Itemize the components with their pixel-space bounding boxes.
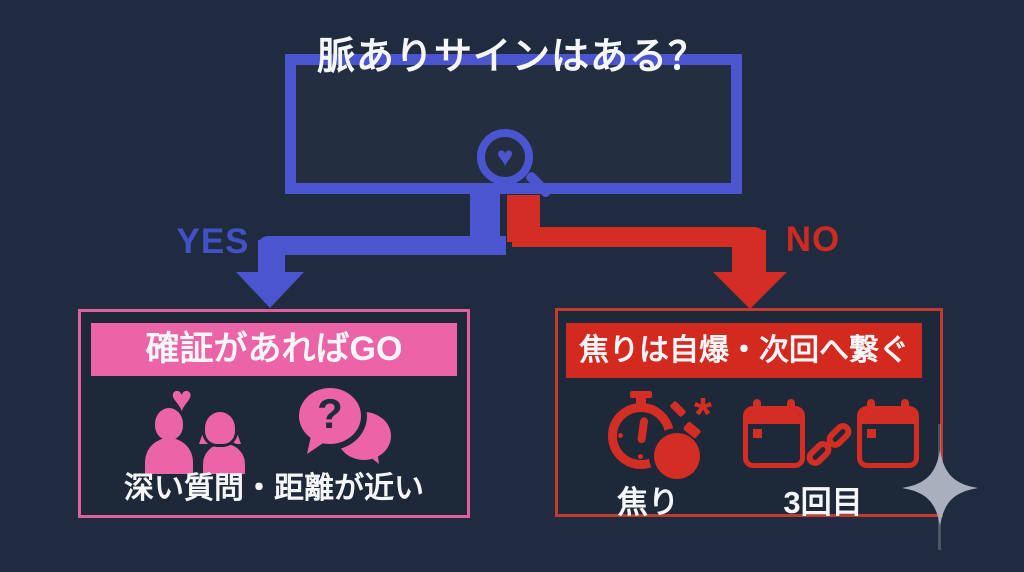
decision-question-text: 脈ありサインはある？	[316, 36, 707, 78]
no-arrow-horizontal	[512, 227, 766, 247]
yes-result-header: 確証があればGO	[91, 323, 457, 376]
yes-arrow-horizontal	[258, 236, 506, 255]
yes-arrowhead-icon	[236, 272, 304, 308]
spark-glyph: *	[694, 388, 712, 440]
yes-result-box: 確証があればGO ♥ ? 深い質問・距離が近い	[78, 309, 470, 518]
calendar-icon	[857, 399, 921, 475]
question-bubbles-icon: ?	[299, 388, 403, 480]
chain-link-icon	[803, 419, 859, 471]
yes-arrow-vertical	[258, 240, 285, 274]
front-speech-bubble	[299, 388, 361, 444]
heart-magnifier-icon: ♥	[477, 129, 533, 185]
yes-result-caption: 深い質問・距離が近い	[124, 472, 424, 505]
no-branch-label: NO	[785, 220, 841, 259]
no-result-header: 焦りは自爆・次回へ繋ぐ	[566, 323, 922, 378]
heart-glyph: ♥	[496, 141, 514, 172]
yes-arrow-stem	[470, 190, 500, 242]
bomb-icon	[654, 433, 700, 479]
yes-branch-label: YES	[176, 222, 250, 261]
no-item2-label: 3回目	[783, 485, 863, 520]
couple-heart-icon: ♥	[145, 378, 257, 480]
no-arrow-vertical	[732, 230, 766, 274]
stopwatch-bomb-icon: *	[598, 388, 738, 491]
heart-glyph: ♥	[171, 378, 193, 419]
male-silhouette	[145, 438, 193, 474]
no-result-box: 焦りは自爆・次回へ繋ぐ *	[555, 308, 943, 520]
no-arrowhead-icon	[713, 272, 787, 309]
question-mark-glyph: ?	[317, 390, 343, 437]
calendar-icon	[743, 399, 807, 475]
calendar-link-icon	[743, 399, 921, 484]
sparkle-icon	[900, 448, 980, 528]
no-item1-label: 焦り	[617, 485, 679, 520]
decision-box	[285, 54, 742, 194]
